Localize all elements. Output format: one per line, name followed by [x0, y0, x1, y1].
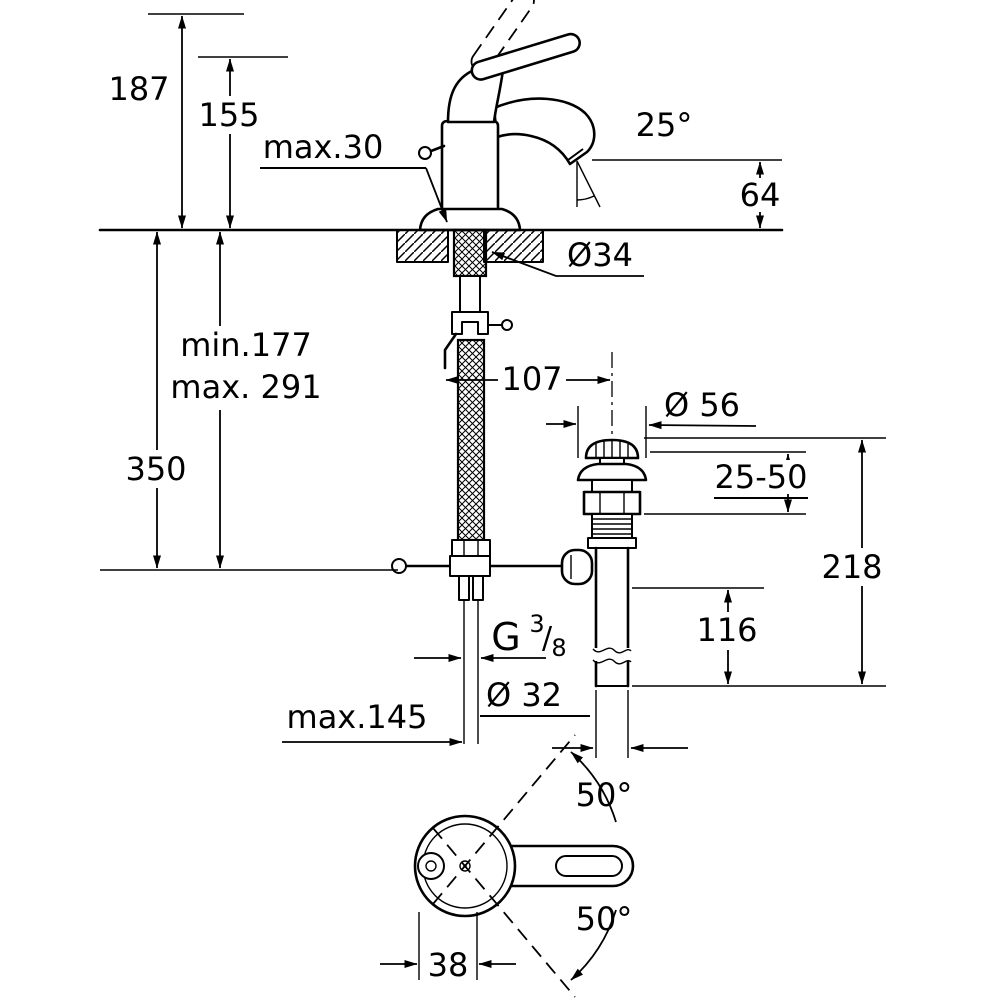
dim-label-116: 116: [696, 611, 757, 649]
dim-label-dia32: Ø 32: [486, 676, 562, 714]
dim-label-dia56: Ø 56: [664, 386, 740, 424]
leader-dia34: [491, 251, 644, 277]
faucet-base: [418, 207, 522, 232]
lever-raised-phantom: [470, 0, 535, 73]
dim-label-angle50-bottom: 50°: [576, 900, 633, 938]
bent-rod: [443, 332, 458, 370]
faucet-underdeck: [443, 228, 513, 744]
faucet-side-view: [418, 0, 601, 232]
rod-ball: [501, 319, 513, 331]
pivot-hole: [459, 860, 471, 872]
drain-assembly: [560, 352, 648, 688]
dim-label-angle25: 25°: [636, 106, 693, 144]
spout: [492, 97, 596, 166]
lever-handle: [470, 32, 581, 81]
drain-collar: [587, 537, 637, 549]
deck-section-right: [484, 231, 543, 262]
angle-arc-25: [576, 195, 595, 201]
swing-line-up: [432, 734, 576, 905]
dim-label-155: 155: [198, 96, 259, 134]
dim-label-max30: max.30: [263, 128, 384, 166]
dim-label-angle50-top: 50°: [576, 776, 633, 814]
dim-label-350: 350: [125, 450, 186, 488]
dim-label-187: 187: [108, 70, 169, 108]
mounting-deck: [98, 228, 784, 263]
mounting-bracket: [451, 311, 489, 335]
dim-label-218: 218: [821, 548, 882, 586]
handle-top-view: [380, 734, 635, 998]
arrow-dia56-right: [648, 421, 757, 430]
drain-flange: [576, 462, 648, 482]
rod-clamp: [449, 555, 491, 577]
dim-label-max145: max.145: [287, 698, 428, 736]
pipe-break: [592, 647, 632, 665]
aerator-face: [567, 148, 584, 161]
dim-label-dia34: Ø34: [567, 236, 633, 274]
faucet-body: [440, 119, 500, 212]
drain-body: [591, 479, 633, 493]
thread-label-den: 8: [551, 634, 566, 662]
dim-label-min177: min.177: [180, 326, 312, 364]
dim-label-2550: 25-50: [715, 458, 808, 496]
lever-slot: [555, 855, 623, 877]
hose-nut: [451, 539, 491, 557]
thread-label-g: G: [491, 615, 520, 659]
leader-max30: [425, 167, 448, 223]
ball-joint-knob: [560, 548, 594, 586]
pull-knob: [418, 146, 432, 160]
deck-section-left: [397, 231, 448, 262]
dim-label-64: 64: [740, 176, 781, 214]
rod-end-ball: [391, 558, 407, 574]
dim-label-107: 107: [501, 360, 562, 398]
pop-up-rod: [391, 555, 582, 577]
thread-label-num: 3: [529, 610, 544, 638]
dimensions: [100, 13, 886, 758]
swing-arc-down: [570, 909, 617, 981]
dim-label-38: 38: [428, 946, 469, 984]
labels: 187 155 max.30 25° 64 Ø34 min.177 max. 2…: [108, 70, 892, 984]
flex-hose: [456, 338, 486, 542]
drain-nut: [582, 490, 642, 516]
thread-label-slash: /: [542, 621, 553, 656]
shank-tube: [459, 275, 481, 313]
pull-knob-top: [417, 852, 445, 880]
swing-line-down: [432, 827, 576, 998]
plug-ribs: [595, 440, 629, 457]
dim-label-max291: max. 291: [170, 368, 321, 406]
threaded-shank: [452, 228, 488, 278]
swing-arc-up: [570, 751, 617, 823]
water-axis: [576, 160, 601, 208]
pull-knob-stem: [429, 144, 446, 153]
